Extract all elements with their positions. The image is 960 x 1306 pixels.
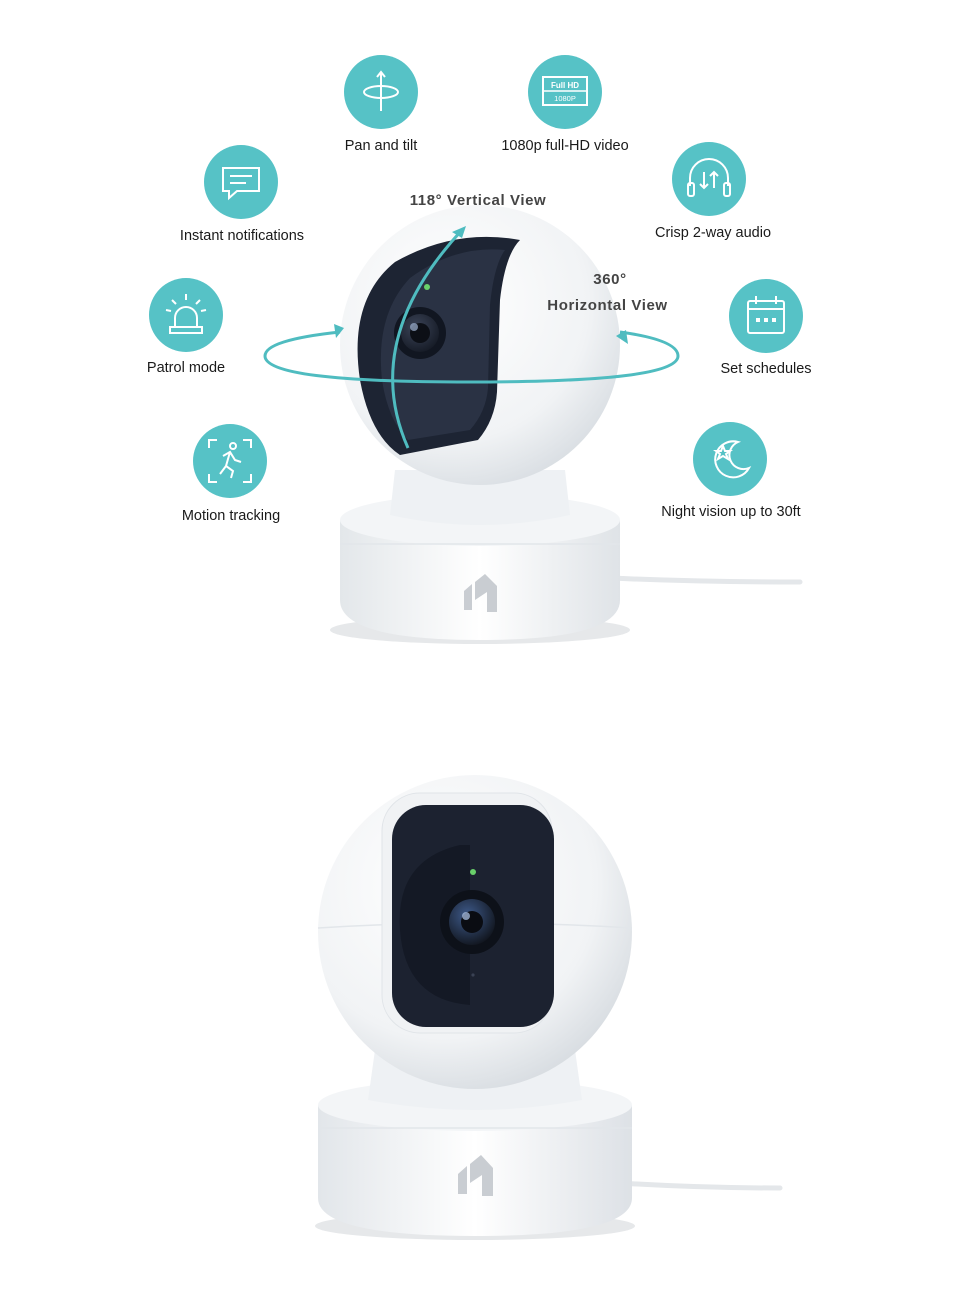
vertical-view-label: 118° Vertical View — [409, 192, 547, 209]
horizontal-view-label: Horizontal View — [547, 297, 668, 314]
feature-label: Pan and tilt — [344, 138, 418, 154]
feature-label: Night vision up to 30ft — [661, 504, 801, 520]
brand-logo — [464, 574, 497, 612]
feature-patrol: Patrol mode — [136, 278, 236, 378]
feature-label: Set schedules — [720, 361, 812, 377]
running-person-icon — [193, 424, 267, 498]
siren-icon — [149, 278, 223, 352]
feature-label: Motion tracking — [181, 508, 281, 524]
headphones-icon — [672, 142, 746, 216]
svg-text:1080P: 1080P — [554, 94, 576, 103]
feature-label: 1080p full-HD video — [501, 138, 629, 154]
svg-text:Full HD: Full HD — [551, 81, 579, 90]
feature-notifications: Instant notifications — [167, 145, 317, 245]
chat-bubble-icon — [204, 145, 278, 219]
feature-label: Patrol mode — [146, 360, 226, 376]
feature-audio: Crisp 2-way audio — [643, 142, 783, 242]
horizontal-view-degrees: 360° — [593, 271, 627, 288]
feature-label: Instant notifications — [179, 228, 305, 244]
feature-label: Crisp 2-way audio — [654, 225, 772, 241]
full-hd-icon: Full HD 1080P — [528, 55, 602, 129]
pan-tilt-icon — [344, 55, 418, 129]
camera-side-view — [263, 205, 803, 644]
feature-full-hd: Full HD 1080P 1080p full-HD video — [495, 55, 635, 155]
feature-motion: Motion tracking — [171, 424, 291, 524]
moon-star-icon — [693, 422, 767, 496]
feature-night: Night vision up to 30ft — [650, 422, 812, 522]
feature-pan-tilt: Pan and tilt — [331, 55, 431, 155]
brand-logo — [458, 1155, 493, 1196]
calendar-icon — [729, 279, 803, 353]
feature-schedules: Set schedules — [711, 279, 821, 379]
